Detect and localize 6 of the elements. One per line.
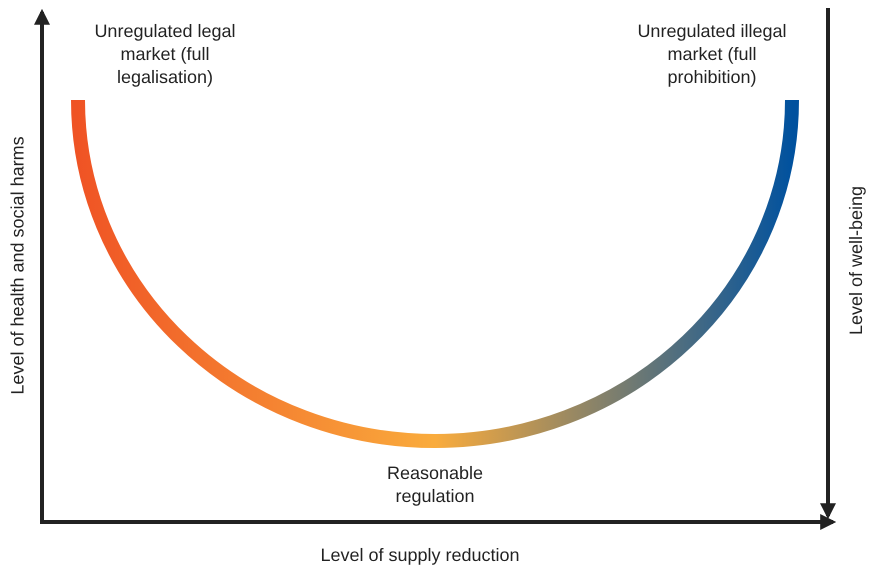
- axis-title: Level of well-being: [846, 185, 867, 335]
- axis-title: Level of health and social harms: [8, 136, 29, 394]
- market-label: Unregulated legal market (full legalisation): [93, 20, 237, 89]
- curve-label: Reasonable regulation: [386, 462, 484, 508]
- axis-title: Level of supply reduction: [319, 544, 521, 567]
- market-label: Unregulated illegal market (full prohibition): [636, 20, 788, 89]
